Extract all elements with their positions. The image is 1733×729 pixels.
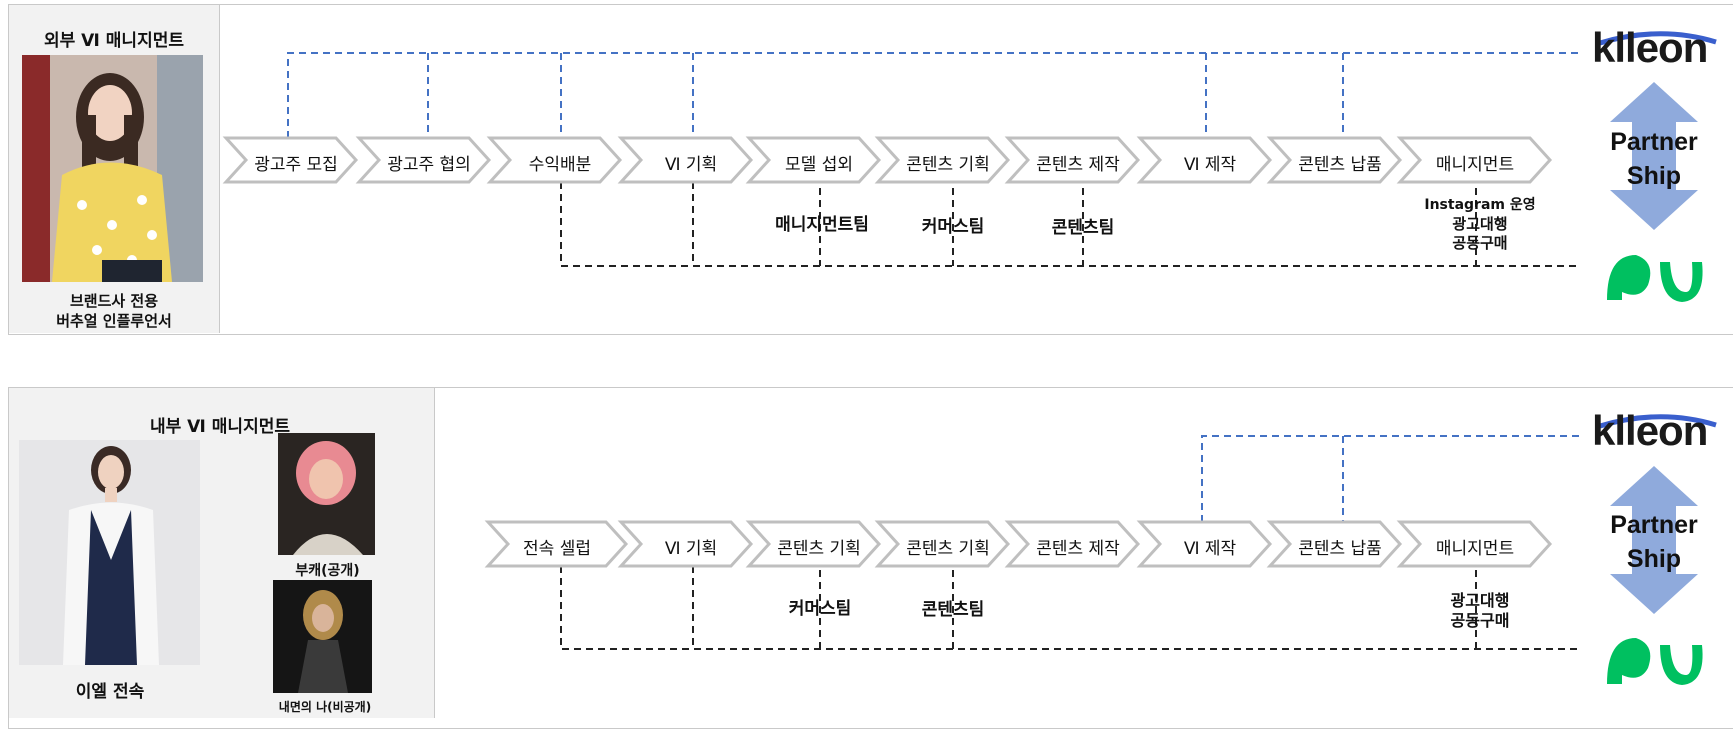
internal-mgmt-ad-agency: 광고대행 [1450,591,1510,610]
public-subcharacter-photo [278,433,375,555]
external-step-7: Ⅵ 제작 [1183,155,1237,175]
internal-team-content: 콘텐츠팀 [921,600,985,620]
team-label-commerce: 커머스팀 [921,217,985,237]
team-label-content: 콘텐츠팀 [1051,218,1115,238]
team-label-management: 매니지먼트팀 [775,215,869,235]
private-inner-self-caption: 내면의 나(비공개) [278,700,372,714]
private-inner-self-photo [273,580,372,693]
partnership-label: Partner Ship [1599,125,1709,193]
external-vi-title: 외부 Ⅵ 매니지먼트 [43,31,184,51]
internal-team-commerce: 커머스팀 [788,599,852,619]
external-step-2: 수익배분 [528,155,592,175]
external-step-0: 광고주 모집 [254,155,338,175]
internal-vi-title: 내부 Ⅵ 매니지먼트 [149,417,290,437]
internal-step-6: 콘텐츠 납품 [1298,539,1382,559]
external-step-3: Ⅵ 기획 [664,155,718,175]
external-caption-line2: 버추얼 인플루언서 [56,312,172,330]
internal-step-3: 콘텐츠 기획 [906,539,990,559]
external-step-6: 콘텐츠 제작 [1036,155,1120,175]
external-step-4: 모델 섭외 [785,155,853,175]
klleon-logo-internal: klleon [1592,407,1708,454]
internal-mgmt-group-buy: 공동구매 [1450,611,1510,630]
external-step-9: 매니지먼트 [1435,155,1515,175]
klleon-logo: klleon [1592,24,1708,71]
partner-line1: Partner [1610,128,1698,156]
internal-step-4: 콘텐츠 제작 [1036,539,1120,559]
partnership-label-internal: Partner Ship [1599,508,1709,576]
external-caption-line1: 브랜드사 전용 [69,292,159,310]
external-step-5: 콘텐츠 기획 [906,155,990,175]
partner-line2-internal: Ship [1626,545,1682,573]
mgmt-ad-agency: 광고대행 [1452,215,1508,233]
partner-line1-internal: Partner [1610,511,1698,539]
external-step-1: 광고주 협의 [387,155,471,175]
internal-step-2: 콘텐츠 기획 [777,539,861,559]
mgmt-instagram: Instagram 운영 [1424,197,1536,213]
internal-step-0: 전속 셀럽 [523,539,591,559]
public-subcharacter-caption: 부캐(공개) [295,563,360,579]
virtual-influencer-photo [22,55,203,282]
mgmt-group-buy: 공동구매 [1452,234,1508,252]
external-step-8: 콘텐츠 납품 [1298,155,1382,175]
partner-line2: Ship [1626,162,1682,190]
internal-step-1: Ⅵ 기획 [664,539,718,559]
internal-step-5: Ⅵ 제작 [1183,539,1237,559]
exclusive-celebrity-photo [19,440,200,665]
internal-step-7: 매니지먼트 [1435,539,1515,559]
exclusive-celebrity-caption: 이엘 전속 [75,682,145,702]
